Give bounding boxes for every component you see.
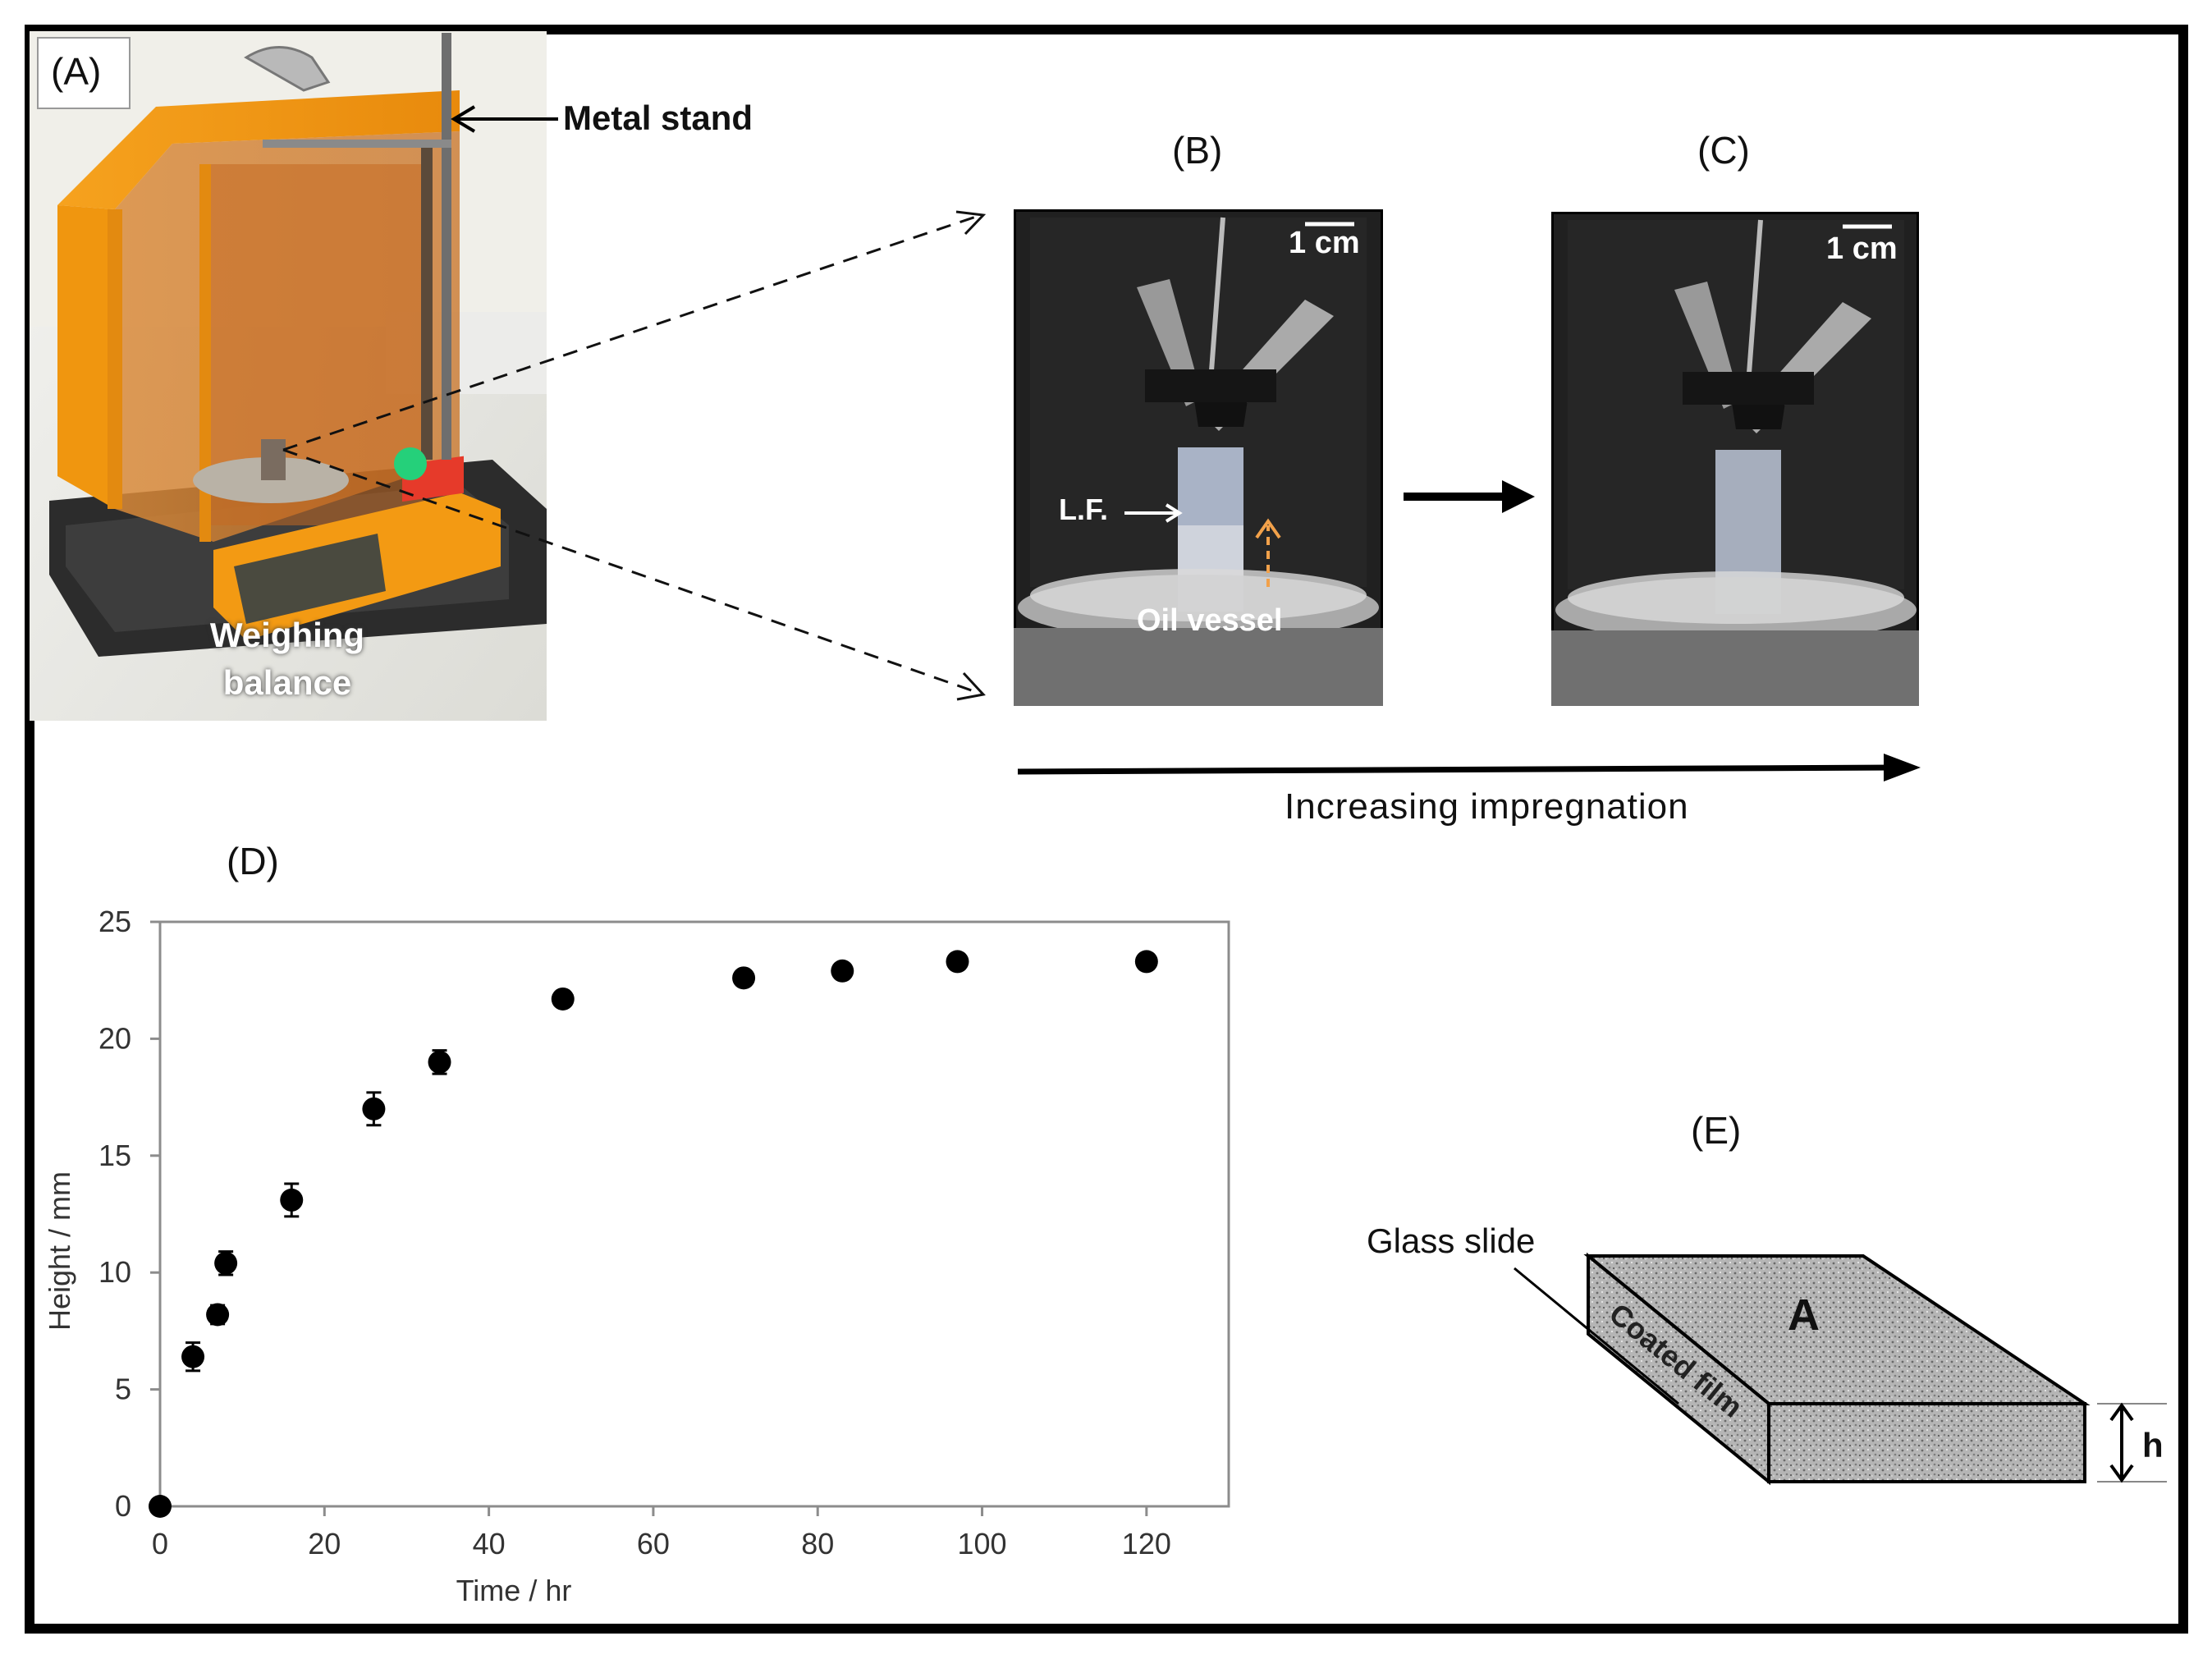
figure-border <box>25 25 2188 1634</box>
data-point <box>551 987 575 1011</box>
x-tick-label: 120 <box>1122 1527 1171 1560</box>
panel-e-label: (E) <box>1691 1109 1742 1152</box>
oil-vessel-label: Oil vessel <box>1137 603 1283 638</box>
data-point <box>214 1251 238 1275</box>
panel-d-label: (D) <box>227 840 279 882</box>
data-point <box>181 1345 205 1368</box>
y-tick-label: 10 <box>98 1255 131 1289</box>
weighing-balance-label-line2: balance <box>222 663 352 702</box>
data-point <box>362 1097 386 1121</box>
y-axis-label: Height / mm <box>43 1171 76 1331</box>
metal-stand-label: Metal stand <box>563 99 753 137</box>
increasing-impregnation-label: Increasing impregnation <box>1285 786 1689 827</box>
x-tick-label: 80 <box>801 1527 834 1560</box>
data-point <box>1134 950 1158 974</box>
glass-slide-label: Glass slide <box>1367 1221 1536 1260</box>
data-point <box>831 959 854 983</box>
y-tick-label: 0 <box>115 1489 131 1523</box>
plot-area <box>158 920 1230 1508</box>
y-tick-label: 15 <box>98 1139 131 1172</box>
film-height-letter: h <box>2142 1426 2164 1464</box>
panel-b-photo <box>1014 209 1383 706</box>
y-tick-label: 25 <box>98 905 131 938</box>
data-point <box>946 950 969 974</box>
x-tick-label: 100 <box>957 1527 1006 1560</box>
data-point <box>280 1188 304 1212</box>
lf-label: L.F. <box>1059 493 1108 526</box>
weighing-balance-label-line1: Weighing <box>209 616 365 654</box>
panel-c-label: (C) <box>1697 129 1750 172</box>
y-tick-label: 5 <box>115 1373 131 1406</box>
panel-c-photo <box>1551 212 1919 706</box>
data-point <box>428 1050 451 1074</box>
panel-b-label: (B) <box>1172 129 1223 172</box>
panel-b-scale-label: 1 cm <box>1289 226 1360 260</box>
x-tick-label: 0 <box>152 1527 168 1560</box>
x-axis-label: Time / hr <box>456 1574 572 1607</box>
panel-c-scale-label: 1 cm <box>1826 231 1898 266</box>
x-tick-label: 60 <box>637 1527 670 1560</box>
x-tick-label: 40 <box>473 1527 506 1560</box>
y-tick-label: 20 <box>98 1021 131 1055</box>
weighing-balance-label: Weighing balance <box>164 612 410 707</box>
film-front-face <box>1767 1402 2086 1483</box>
data-point <box>206 1303 230 1327</box>
data-point <box>732 966 756 990</box>
film-top-letter: A <box>1788 1290 1820 1340</box>
x-tick-label: 20 <box>308 1527 341 1560</box>
panel-a-label: (A) <box>51 50 102 93</box>
data-point <box>149 1495 172 1518</box>
